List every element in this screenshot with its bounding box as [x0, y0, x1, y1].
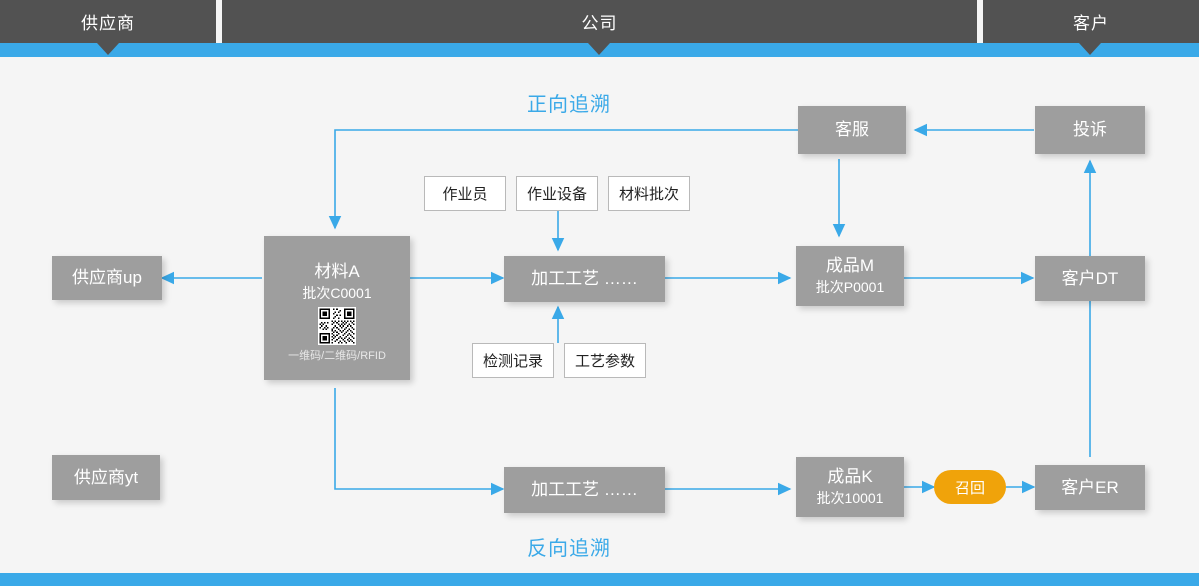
attribute-label: 工艺参数: [574, 353, 635, 370]
section-title-reverse: 反向追溯: [527, 538, 611, 560]
attribute-label: 作业员: [442, 186, 488, 203]
node-batch: 批次10001: [816, 490, 884, 506]
node-code-types: 一维码/二维码/RFID: [288, 349, 386, 362]
node-label: 加工工艺 ……: [531, 480, 638, 499]
node-batch: 批次C0001: [302, 284, 372, 301]
header-segment-supplier[interactable]: 供应商: [0, 0, 216, 43]
node-label: 客户ER: [1061, 477, 1119, 497]
header-bar: 供应商 公司 客户: [0, 0, 1199, 43]
node-supplier-yt[interactable]: 供应商yt: [52, 455, 160, 500]
node-customer-dt[interactable]: 客户DT: [1035, 256, 1145, 301]
header-segment-label: 公司: [581, 14, 618, 33]
header-segment-label: 客户: [1073, 14, 1109, 33]
header-segment-label: 供应商: [81, 14, 135, 33]
qr-code-icon: [318, 306, 356, 345]
node-label: 客户DT: [1061, 268, 1119, 288]
node-label: 供应商yt: [73, 467, 139, 487]
header-pointer-supplier-icon: [97, 43, 119, 55]
node-customer-er[interactable]: 客户ER: [1035, 465, 1145, 510]
header-segment-company[interactable]: 公司: [222, 0, 977, 43]
attribute-operator[interactable]: 作业员: [424, 176, 506, 211]
section-title-forward: 正向追溯: [527, 94, 611, 116]
attribute-label: 检测记录: [482, 353, 543, 370]
node-title: 成品K: [827, 467, 873, 486]
node-label: 供应商up: [72, 268, 142, 287]
node-label: 客服: [835, 120, 869, 139]
node-batch: 批次P0001: [815, 279, 885, 295]
attribute-label: 材料批次: [618, 186, 679, 203]
footer-accent-bar: [0, 573, 1199, 586]
attribute-material-batch[interactable]: 材料批次: [608, 176, 690, 211]
node-process-top[interactable]: 加工工艺 ……: [504, 256, 665, 302]
node-title: 成品M: [825, 256, 875, 275]
wire-material-to-process-bottom: [334, 388, 505, 496]
attribute-label: 作业设备: [526, 186, 587, 203]
node-product-m[interactable]: 成品M 批次P0001: [796, 246, 904, 306]
node-recall[interactable]: 召回: [934, 470, 1006, 504]
node-label: 召回: [954, 479, 985, 497]
attribute-equipment[interactable]: 作业设备: [516, 176, 598, 211]
attribute-process-parameters[interactable]: 工艺参数: [564, 343, 646, 378]
node-title: 材料A: [314, 261, 360, 281]
node-supplier-up[interactable]: 供应商up: [52, 256, 162, 300]
header-segment-customer[interactable]: 客户: [983, 0, 1199, 43]
node-label: 投诉: [1073, 120, 1107, 139]
node-customer-service[interactable]: 客服: [798, 106, 906, 154]
node-label: 加工工艺 ……: [531, 269, 638, 288]
header-pointer-company-icon: [588, 43, 610, 55]
node-product-k[interactable]: 成品K 批次10001: [796, 457, 904, 517]
attribute-inspection-record[interactable]: 检测记录: [472, 343, 554, 378]
node-material-a[interactable]: 材料A 批次C0001: [264, 236, 410, 380]
header-pointer-customer-icon: [1079, 43, 1101, 55]
node-process-bottom[interactable]: 加工工艺 ……: [504, 467, 665, 513]
node-complaint[interactable]: 投诉: [1035, 106, 1145, 154]
